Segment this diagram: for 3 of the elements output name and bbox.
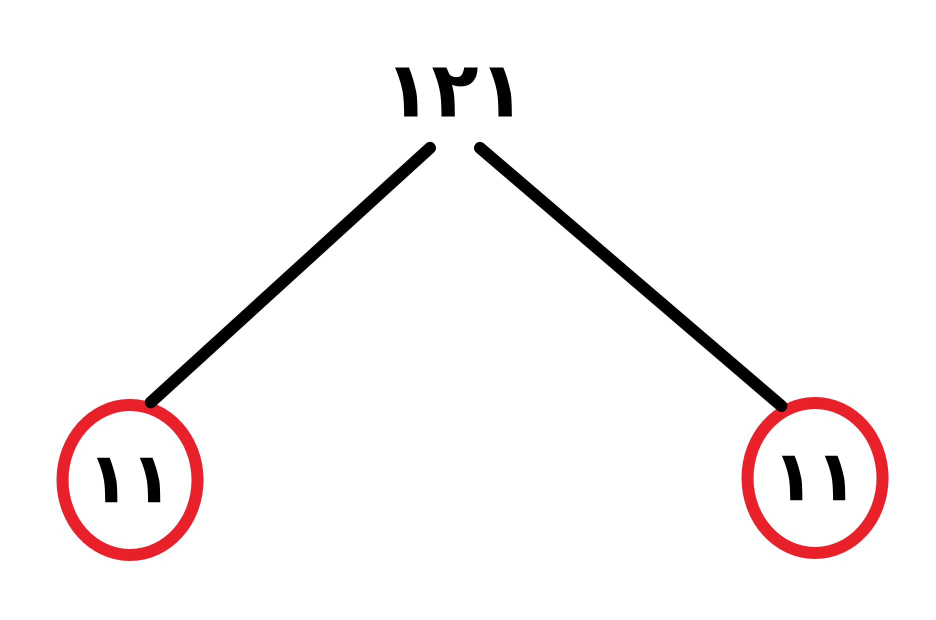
connector-line: [474, 142, 788, 412]
number-label: ١٢١: [395, 67, 512, 117]
connector-line: [144, 142, 436, 408]
